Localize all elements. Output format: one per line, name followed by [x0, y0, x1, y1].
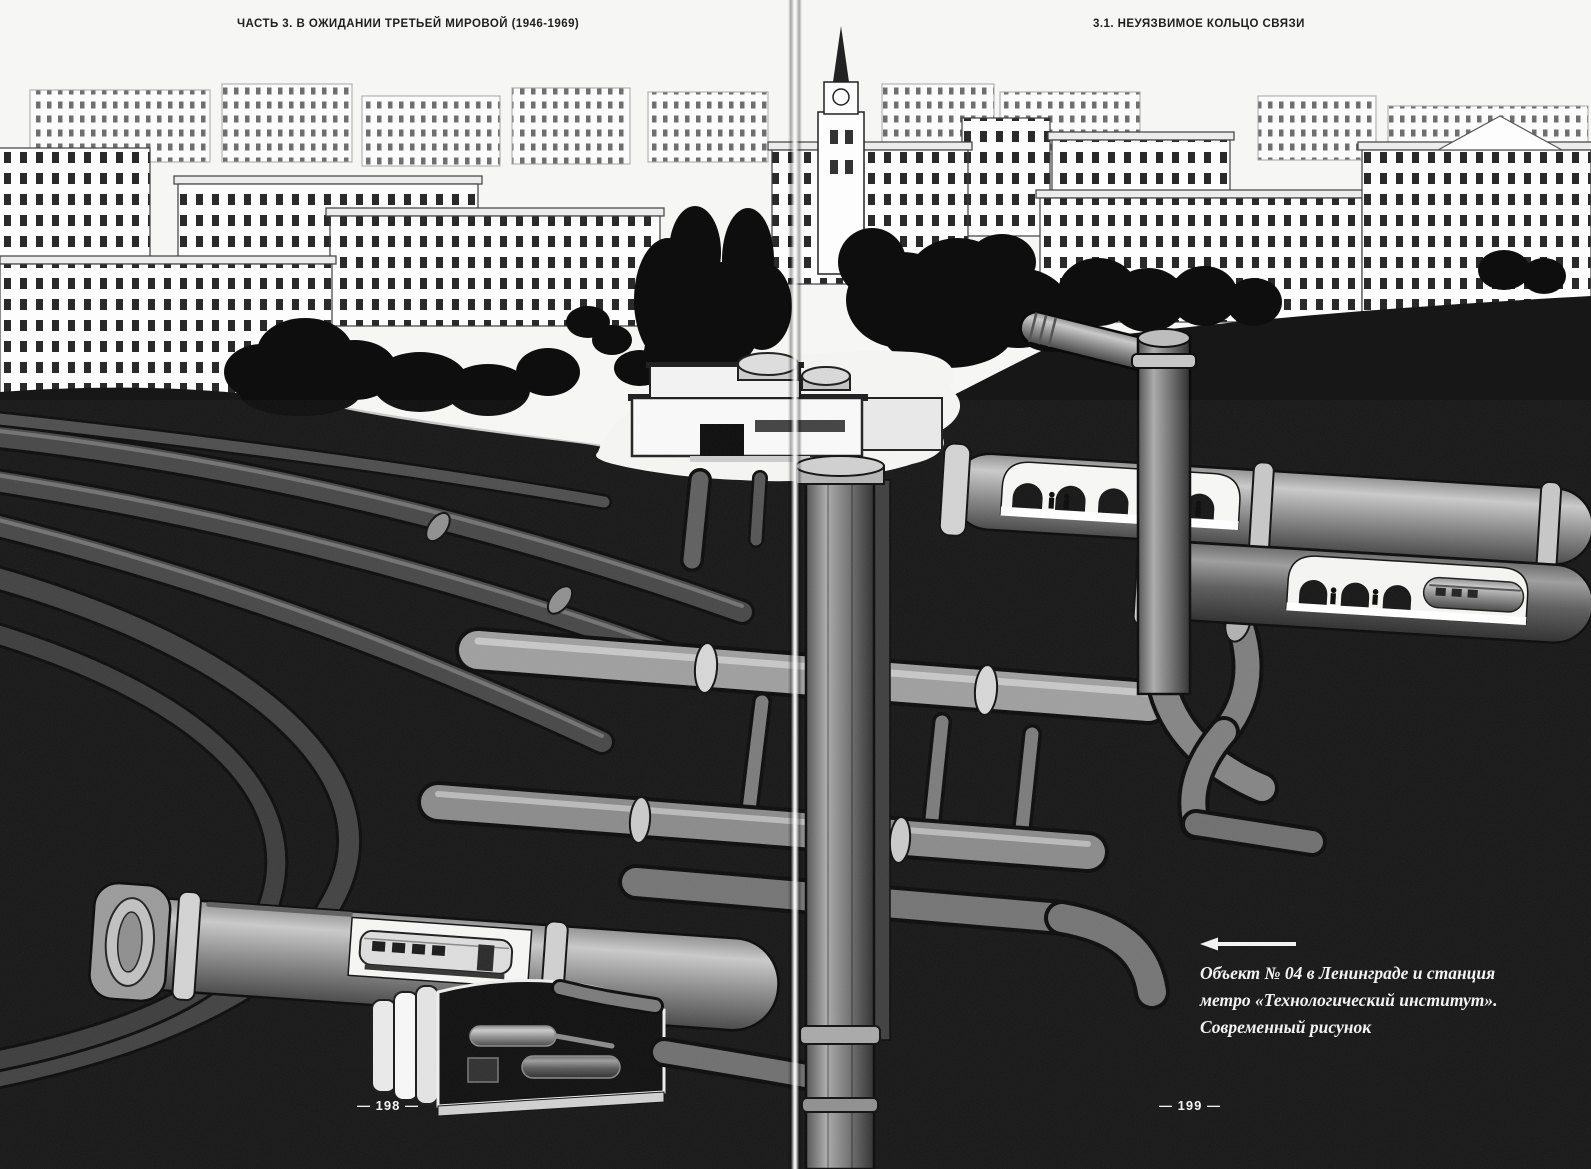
noise-overlay — [0, 400, 1591, 1169]
arrow-left-icon — [1200, 937, 1296, 951]
caption-line: Современный рисунок — [1200, 1017, 1372, 1038]
city-skyline — [0, 26, 1591, 448]
right-page-header: 3.1. НЕУЯЗВИМОЕ КОЛЬЦО СВЯЗИ — [1093, 18, 1305, 30]
left-page-number: — 198 — — [357, 1098, 419, 1113]
illustration-caption: Объект № 04 в Ленинграде и станция метро… — [1200, 960, 1512, 1041]
right-page-number: — 199 — — [1159, 1098, 1221, 1113]
left-page-header: ЧАСТЬ 3. В ОЖИДАНИИ ТРЕТЬЕЙ МИРОВОЙ (194… — [237, 18, 580, 30]
caption-line: Объект № 04 в Ленинграде и станция — [1200, 963, 1496, 983]
caption-line: метро «Технологический институт». — [1200, 990, 1498, 1011]
